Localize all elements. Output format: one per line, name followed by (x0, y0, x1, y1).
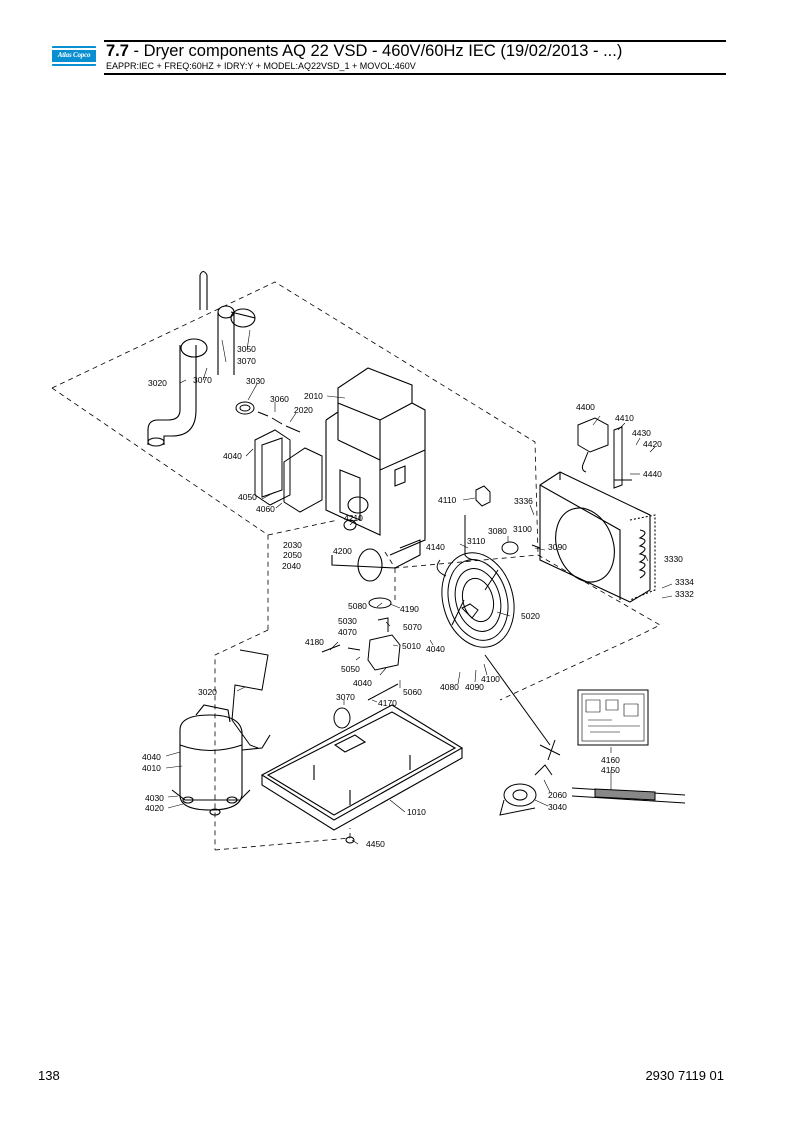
part-label: 5010 (402, 641, 421, 651)
part-label: 3070 (193, 375, 212, 385)
part-label: 5050 (341, 664, 360, 674)
page-title: 7.7 - Dryer components AQ 22 VSD - 460V/… (106, 42, 622, 61)
part-label: 3090 (548, 542, 567, 552)
part-label: 4140 (426, 542, 445, 552)
part-label: 3060 (270, 394, 289, 404)
part-label: 3020 (198, 687, 217, 697)
part-label: 2010 (304, 391, 323, 401)
part-label: 3030 (246, 376, 265, 386)
part-label: 4010 (142, 763, 161, 773)
dryer-housing (325, 367, 426, 582)
part-label: 4200 (333, 546, 352, 556)
heater-cable (571, 787, 686, 804)
condenser-fan (436, 552, 515, 648)
part-label: 4060 (256, 504, 275, 514)
part-label: 3334 (675, 577, 694, 587)
part-label: 4180 (305, 637, 324, 647)
part-label: 4080 (440, 682, 459, 692)
part-label: 2020 (294, 405, 313, 415)
wiring-diagram-card (577, 689, 649, 746)
part-label: 4040 (142, 752, 161, 762)
part-label: 4100 (481, 674, 500, 684)
part-label: 4410 (615, 413, 634, 423)
part-label: 3070 (237, 356, 256, 366)
part-label: 4020 (145, 803, 164, 813)
page-number: 138 (38, 1068, 60, 1083)
part-label: 4050 (238, 492, 257, 502)
part-label: 4040 (223, 451, 242, 461)
part-label: 3110 (467, 536, 486, 546)
page-header: Atlas Copco 7.7 - Dryer components AQ 22… (52, 40, 726, 76)
part-label: 1010 (407, 807, 426, 817)
part-label: 4150 (601, 765, 620, 775)
part-label: 5060 (403, 687, 422, 697)
part-label: 3100 (513, 524, 532, 534)
part-label: 5070 (403, 622, 422, 632)
part-label: 4210 (344, 513, 363, 523)
part-label: 4420 (643, 439, 662, 449)
part-label: 5020 (521, 611, 540, 621)
part-label: 3080 (488, 526, 507, 536)
page-subtitle: EAPPR:IEC + FREQ:60HZ + IDRY:Y + MODEL:A… (106, 61, 416, 71)
part-label: 4450 (366, 839, 385, 849)
insulation-tape (499, 783, 537, 816)
part-label: 4030 (145, 793, 164, 803)
part-label: 4070 (338, 627, 357, 637)
part-number-labels: 3050 3070 3020 3070 3030 2010 3060 2020 … (142, 344, 694, 849)
clamp-parts (235, 401, 301, 433)
header-rule-bottom (104, 73, 726, 75)
part-label: 4190 (400, 604, 419, 614)
part-label: 3070 (336, 692, 355, 702)
part-label: 2050 (283, 550, 302, 560)
part-label: 4090 (465, 682, 484, 692)
part-label: 3040 (548, 802, 567, 812)
header-rule-top (104, 40, 726, 42)
part-label: 3050 (237, 344, 256, 354)
part-label: 2030 (283, 540, 302, 550)
part-label: 2060 (548, 790, 567, 800)
document-number: 2930 7119 01 (645, 1068, 724, 1083)
part-label: 4160 (601, 755, 620, 765)
part-label: 4440 (643, 469, 662, 479)
part-label: 5080 (348, 601, 367, 611)
logo-text: Atlas Copco (57, 51, 91, 59)
part-label: 4040 (426, 644, 445, 654)
part-label: 4170 (378, 698, 397, 708)
upper-piping-assembly (147, 270, 256, 447)
part-label: 4040 (353, 678, 372, 688)
part-label: 4430 (632, 428, 651, 438)
tube-parts (484, 654, 561, 776)
part-label: 2040 (282, 561, 301, 571)
cover-parts (254, 429, 357, 531)
compressor (171, 704, 271, 816)
expansion-valve-assembly (577, 417, 632, 489)
part-label: 3330 (664, 554, 683, 564)
part-label: 4400 (576, 402, 595, 412)
atlas-copco-logo: Atlas Copco (52, 46, 96, 66)
section-number: 7.7 (106, 42, 129, 60)
section-title: - Dryer components AQ 22 VSD - 460V/60Hz… (128, 42, 623, 60)
base-frame (260, 704, 464, 844)
lower-piping (231, 649, 351, 749)
part-label: 3020 (148, 378, 167, 388)
part-label: 4110 (438, 495, 457, 505)
part-label: 3336 (514, 496, 533, 506)
pressure-switch-parts (464, 485, 541, 561)
leader-lines (165, 329, 673, 845)
condenser-assembly (539, 471, 656, 603)
solenoid-valve-assembly (321, 597, 401, 701)
part-label: 3332 (675, 589, 694, 599)
part-label: 5030 (338, 616, 357, 626)
